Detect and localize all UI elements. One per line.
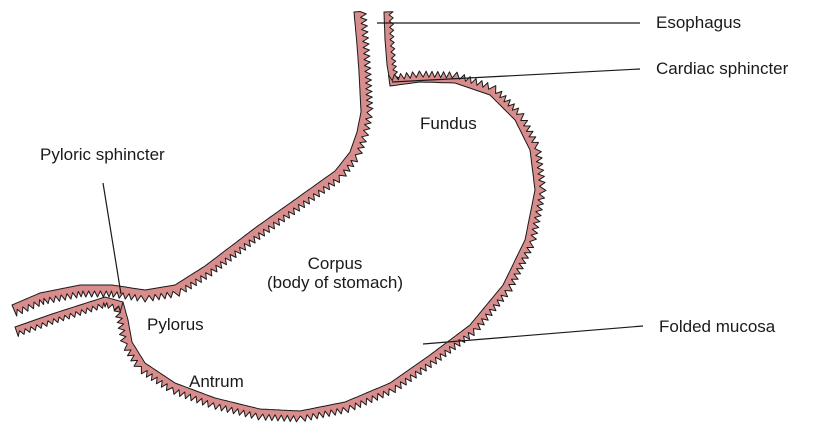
label-pylorus: Pylorus (147, 315, 204, 335)
pyloric-sphincter-leader-line (103, 183, 121, 294)
right-upper-wall (384, 12, 398, 82)
label-antrum: Antrum (189, 372, 244, 392)
leader-lines (103, 23, 643, 344)
label-folded-mucosa: Folded mucosa (659, 317, 775, 337)
label-pyloric-sphincter: Pyloric sphincter (40, 145, 165, 165)
label-fundus: Fundus (420, 114, 477, 134)
label-esophagus: Esophagus (656, 13, 741, 33)
label-corpus: Corpus (240, 254, 430, 274)
label-corpus-subtitle: (body of stomach) (240, 273, 430, 293)
cardiac-sphincter-leader-line (392, 69, 640, 82)
label-cardiac-sphincter: Cardiac sphincter (656, 59, 788, 79)
stomach-walls (12, 12, 546, 422)
greater-curvature-wall (112, 71, 546, 422)
